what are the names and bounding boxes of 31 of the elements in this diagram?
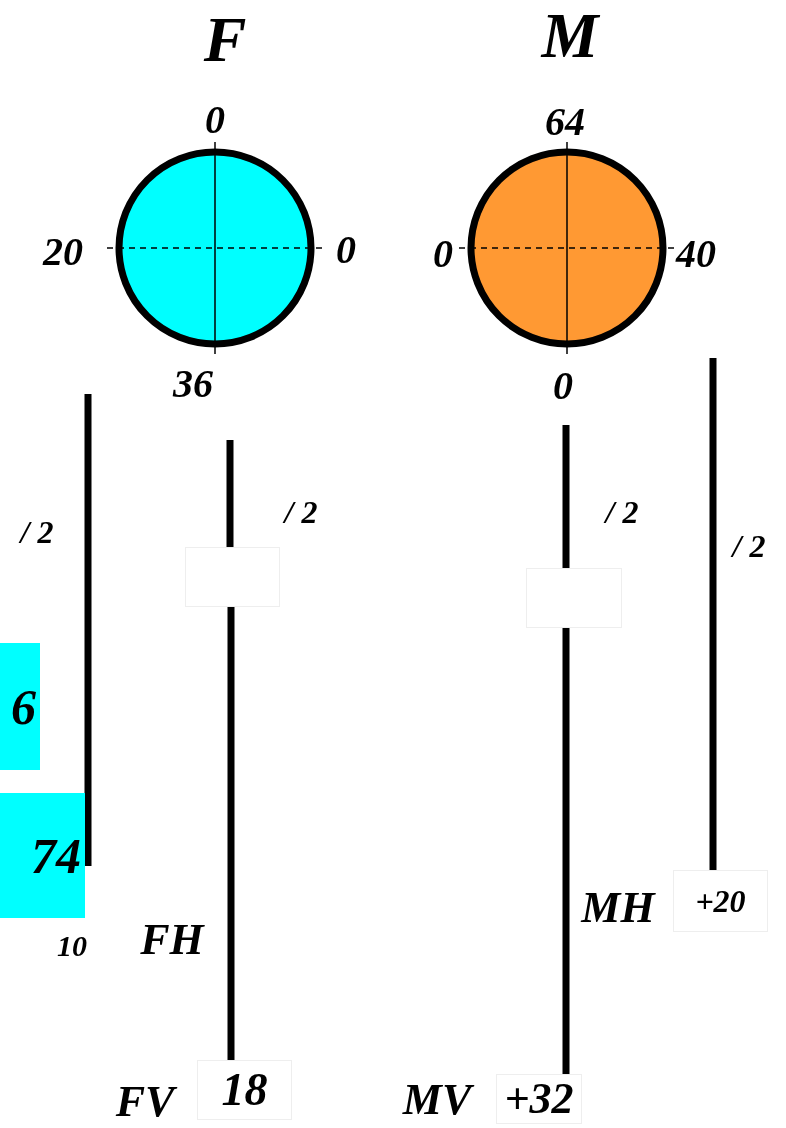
- value-label: 0: [433, 234, 453, 274]
- value-label: 20: [43, 232, 83, 272]
- value-text: 74: [31, 830, 82, 881]
- text-label: M: [541, 4, 599, 68]
- text-label: / 2: [732, 530, 766, 562]
- value-box: [197, 1060, 292, 1120]
- value-text: +32: [504, 1077, 574, 1121]
- empty-box: [185, 547, 280, 607]
- value-box: [496, 1074, 582, 1124]
- value-label: 36: [173, 364, 213, 404]
- text-label: MH: [581, 886, 655, 930]
- value-label: 64: [545, 102, 585, 142]
- value-box: [0, 793, 85, 918]
- text-label: / 2: [605, 496, 639, 528]
- value-box: [0, 643, 40, 770]
- value-text: 6: [11, 681, 37, 732]
- value-box: [673, 870, 768, 932]
- text-label: FH: [140, 918, 204, 962]
- text-label: F: [203, 8, 247, 72]
- value-label: 0: [553, 366, 573, 406]
- value-text: 18: [221, 1067, 268, 1113]
- value-label: 0: [205, 100, 225, 140]
- connector-line: [562, 628, 570, 1074]
- value-label: 0: [336, 230, 356, 270]
- connector-line: [227, 607, 235, 1060]
- text-label: 10: [57, 931, 87, 961]
- text-label: / 2: [20, 516, 54, 548]
- text-label: / 2: [284, 496, 318, 528]
- empty-box: [526, 568, 622, 628]
- value-text: +20: [695, 885, 746, 917]
- value-label: 40: [676, 234, 716, 274]
